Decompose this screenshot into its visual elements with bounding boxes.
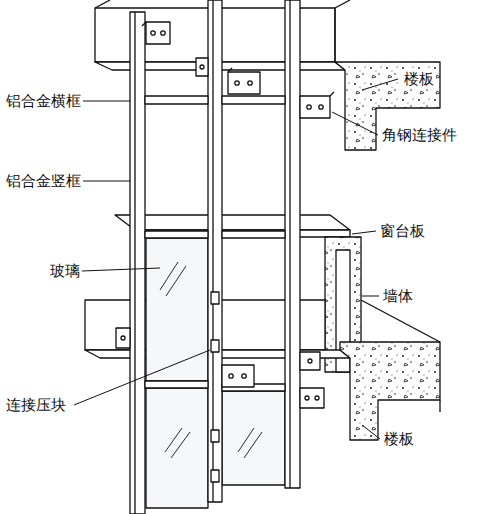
part-label: 墙体 (381, 287, 415, 305)
window-sill (115, 215, 350, 237)
vertical-mullion (130, 0, 300, 514)
part-label: 玻璃 (48, 262, 82, 280)
part-label: 楼板 (382, 430, 416, 448)
part-label: 铝合金横框 (4, 92, 83, 110)
part-label: 连接压块 (4, 396, 68, 414)
part-label: 角钢连接件 (380, 126, 459, 144)
leader-line (74, 79, 398, 439)
part-label: 窗台板 (378, 222, 427, 240)
horizontal-transom (145, 96, 285, 391)
angle-bracket (116, 22, 334, 408)
part-label: 铝合金竖框 (4, 172, 83, 190)
pressing-block (211, 292, 219, 482)
part-label: 楼板 (402, 70, 436, 88)
